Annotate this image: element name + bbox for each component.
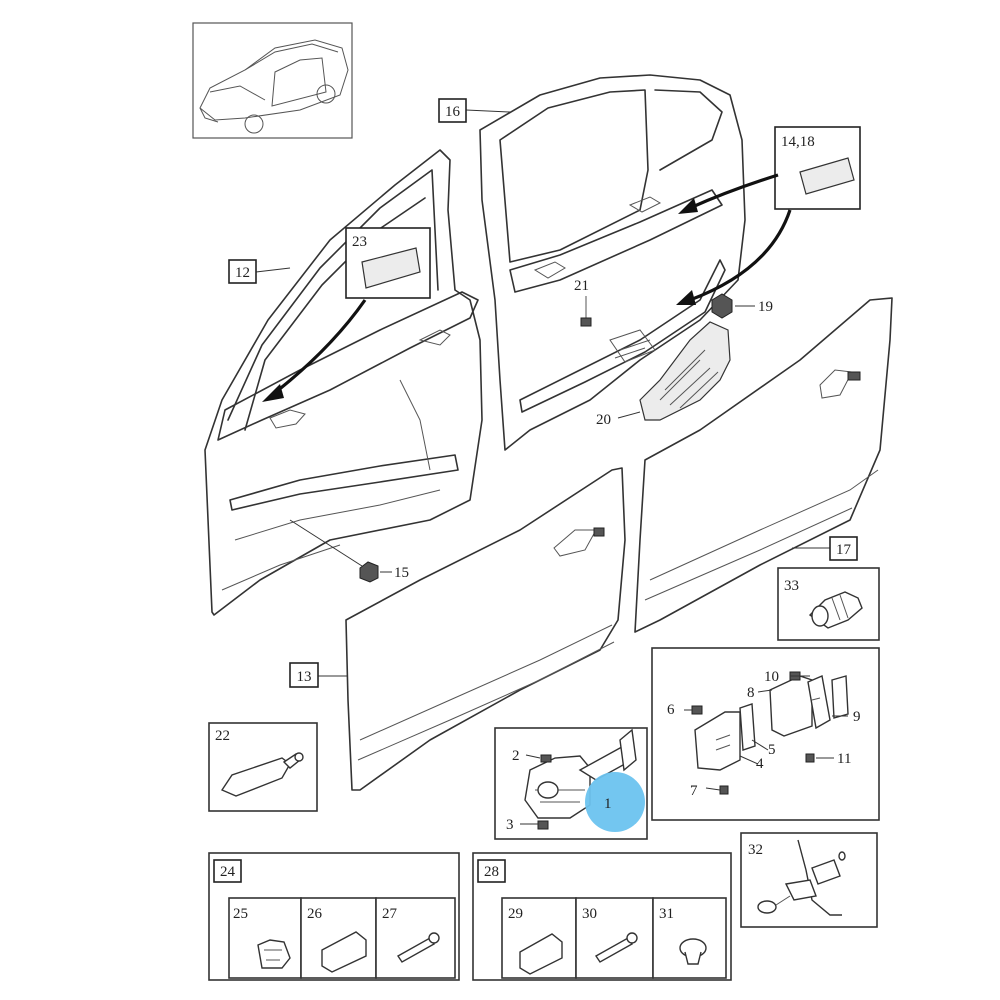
callout-26: 26 — [307, 906, 323, 922]
callout-17: 17 — [836, 542, 852, 558]
callout-32: 32 — [748, 842, 763, 858]
hinge-leaders — [684, 675, 848, 791]
callout-12: 12 — [235, 265, 250, 281]
callout-19: 19 — [758, 299, 773, 315]
arrow-14-18-upper — [689, 173, 779, 210]
callout-6: 6 — [667, 702, 675, 718]
sealing-patch-icon — [345, 227, 431, 299]
screw-icon-2 — [540, 754, 552, 763]
callout-28: 28 — [484, 864, 499, 880]
hinge-icon — [691, 671, 849, 795]
callout-16: 16 — [445, 104, 461, 120]
sealing-patch-icon-26 — [321, 931, 367, 973]
callout-29: 29 — [508, 906, 523, 922]
front-door-skin-icon — [345, 467, 626, 791]
rear-door-skin-icon — [634, 297, 893, 633]
bushing-icon — [808, 591, 863, 629]
sealing-patch-icon-29 — [519, 933, 563, 975]
nut-icon — [711, 293, 733, 319]
highlight-marker — [585, 772, 645, 832]
callout-24: 24 — [220, 864, 236, 880]
callout-7: 7 — [690, 783, 698, 799]
sealing-patch-rear-icon — [774, 126, 861, 210]
callout-8: 8 — [747, 685, 755, 701]
car-thumbnail-icon — [192, 22, 353, 139]
sound-insulator-icon — [639, 321, 731, 421]
arrow-14-18-lower — [689, 209, 792, 302]
callout-4: 4 — [756, 756, 764, 772]
callout-11: 11 — [837, 751, 851, 767]
screw-icon-3 — [537, 820, 549, 830]
screw-icon — [580, 296, 592, 327]
nut-icon-15 — [359, 561, 379, 583]
callout-9: 9 — [853, 709, 861, 725]
plug-icon — [679, 938, 707, 965]
callout-2: 2 — [512, 748, 520, 764]
callout-20: 20 — [596, 412, 611, 428]
callout-23: 23 — [352, 234, 367, 250]
callout-27: 27 — [382, 906, 398, 922]
arrowhead-23 — [262, 384, 284, 402]
callout-13: 13 — [297, 669, 312, 685]
callout-14-18: 14,18 — [781, 134, 815, 150]
callout-15: 15 — [394, 565, 409, 581]
callout-33: 33 — [784, 578, 799, 594]
rivet-icon-30 — [594, 932, 638, 963]
callout-30: 30 — [582, 906, 597, 922]
arrow-23 — [271, 299, 367, 397]
rear-door-frame-icon — [479, 74, 746, 451]
callout-25: 25 — [233, 906, 248, 922]
callout-22: 22 — [215, 728, 230, 744]
callout-5: 5 — [768, 742, 776, 758]
callout-3: 3 — [506, 817, 514, 833]
door-stop-icon — [757, 839, 846, 916]
callout-10: 10 — [764, 669, 779, 685]
callout-1: 1 — [604, 796, 612, 812]
callout-31: 31 — [659, 906, 674, 922]
callout-21: 21 — [574, 278, 589, 294]
adhesive-tube-icon — [220, 752, 304, 797]
clip-icon — [257, 939, 291, 969]
door-check-strap-icon — [524, 728, 637, 819]
front-door-frame-icon — [204, 149, 483, 616]
rivet-icon-27 — [396, 932, 440, 963]
